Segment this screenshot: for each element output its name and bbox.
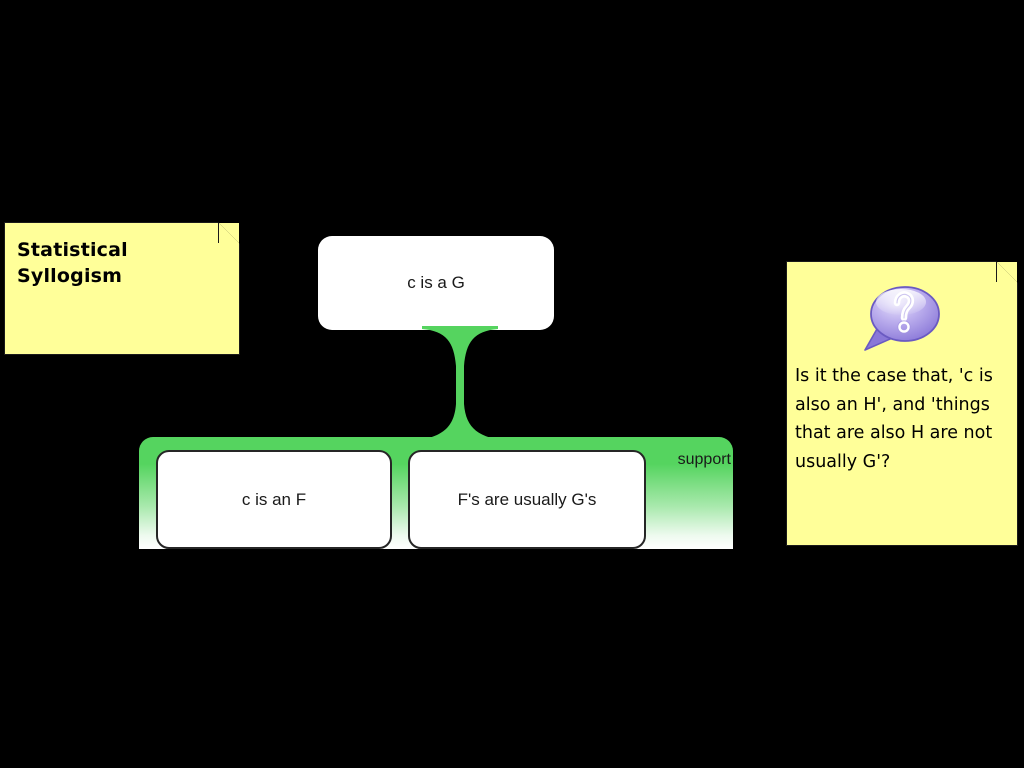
note-corner-edge-icon xyxy=(996,262,997,282)
question-bubble-wrap xyxy=(787,274,1019,363)
question-speech-bubble-icon xyxy=(864,286,940,351)
title-note-text: Statistical Syllogism xyxy=(17,239,128,287)
conclusion-box[interactable]: c is a G xyxy=(318,236,554,330)
support-connector-icon xyxy=(408,326,512,446)
note-corner-edge-icon xyxy=(218,223,219,243)
support-label: support xyxy=(677,451,731,468)
title-sticky-note[interactable]: Statistical Syllogism xyxy=(4,222,240,355)
premise-text: F's are usually G's xyxy=(457,489,597,509)
question-sticky-note[interactable]: Is it the case that, 'c is also an H', a… xyxy=(786,261,1018,546)
premise-text: c is an F xyxy=(241,489,307,509)
question-note-text: Is it the case that, 'c is also an H', a… xyxy=(795,366,993,472)
note-corner-leaf-icon xyxy=(997,262,1017,282)
note-corner-leaf-icon xyxy=(219,223,239,243)
premise-box[interactable]: F's are usually G's xyxy=(408,450,646,549)
conclusion-text: c is a G xyxy=(407,273,465,292)
premise-box[interactable]: c is an F xyxy=(156,450,392,549)
